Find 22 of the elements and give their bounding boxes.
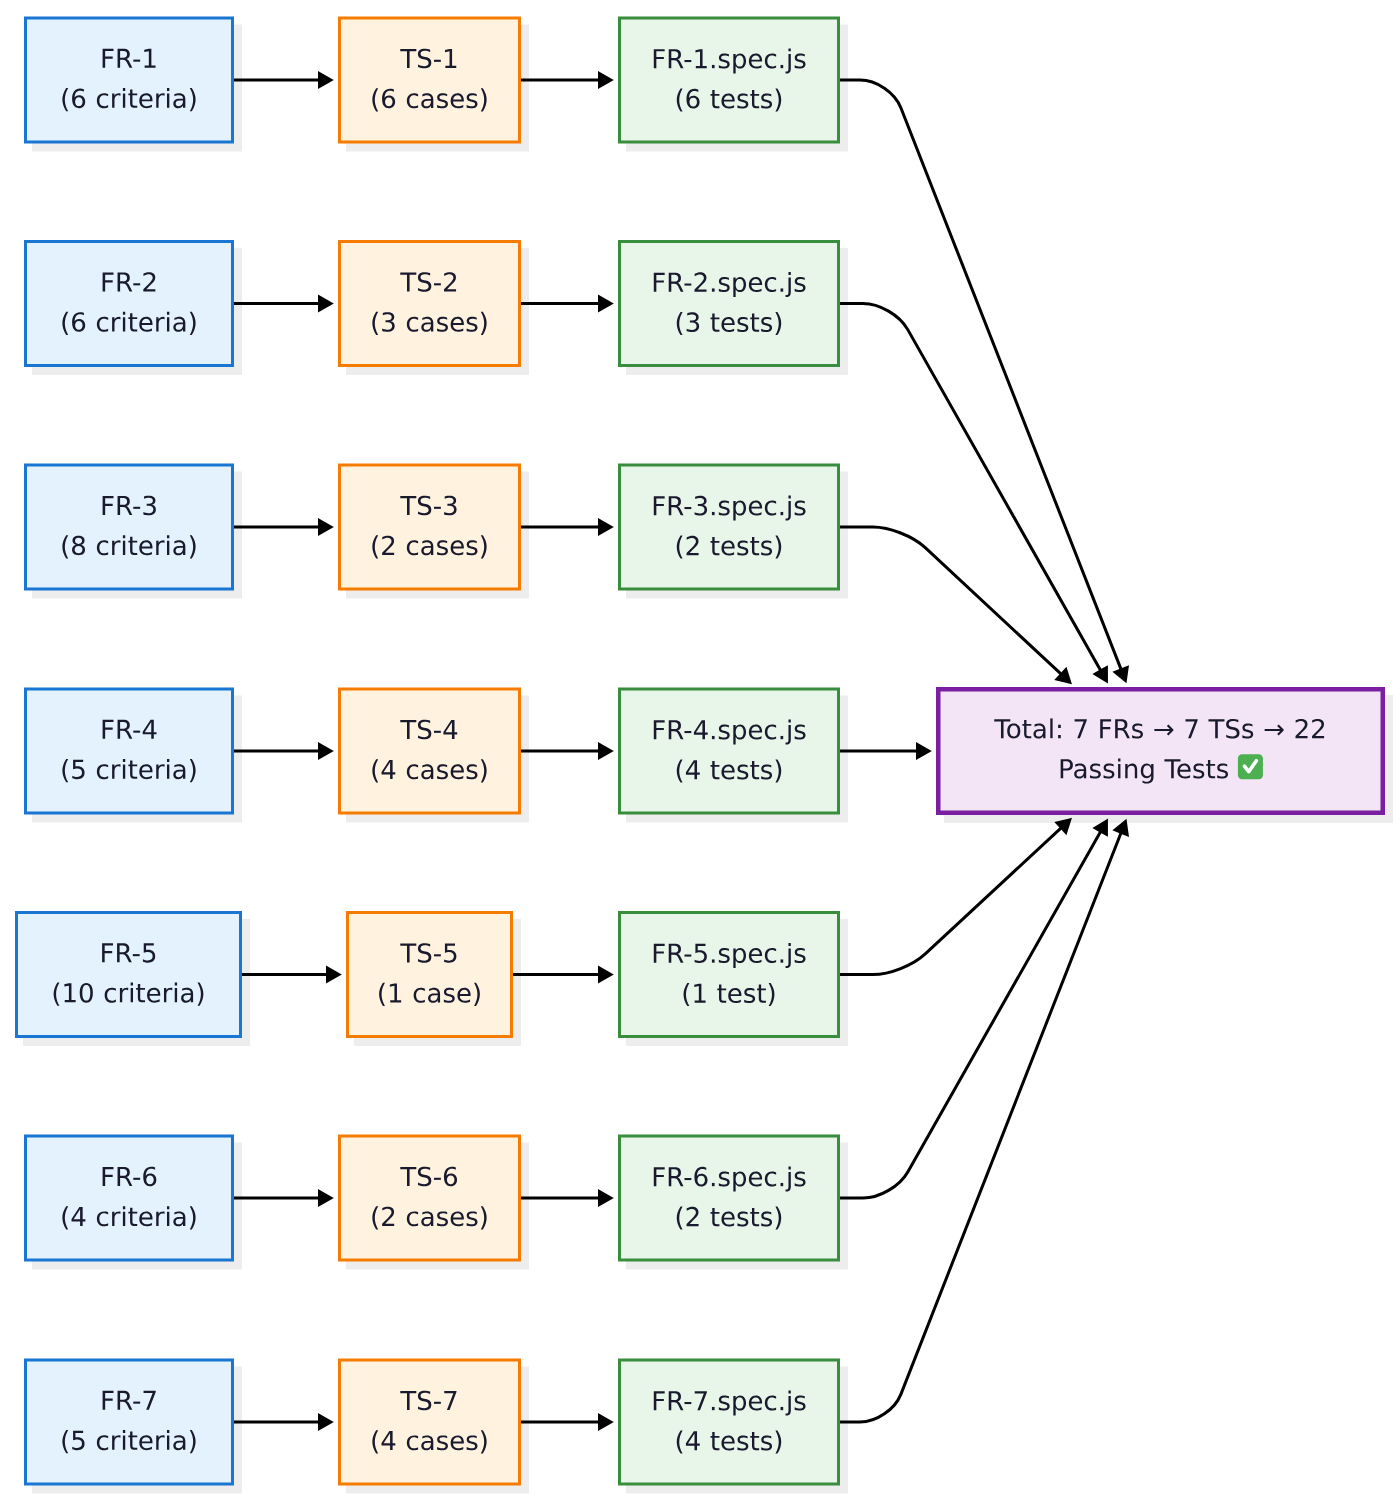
process-box: TS-5 (1 case) [346,911,521,1046]
process-box: FR-3.spec.js (2 tests) [618,463,848,599]
process-box: FR-5 (10 criteria) [15,911,250,1046]
process-box: FR-7 (5 criteria) [24,1358,242,1494]
process-box: TS-2 (3 cases) [338,240,529,375]
process-box: FR-4.spec.js (4 tests) [618,687,848,823]
process-box: TS-4 (4 cases) [338,687,529,823]
process-box: FR-7.spec.js (4 tests) [618,1358,848,1494]
process-box: TS-7 (4 cases) [338,1358,529,1494]
process-box: FR-3 (8 criteria) [24,463,242,599]
summary-box: Total: 7 FRs → 7 TSs → 22 Passing Tests [936,687,1393,823]
process-box: TS-3 (2 cases) [338,463,529,599]
process-box: FR-5.spec.js (1 test) [618,911,848,1046]
process-box: FR-2.spec.js (3 tests) [618,240,848,375]
process-box: FR-1.spec.js (6 tests) [618,16,848,152]
process-box: TS-1 (6 cases) [338,16,529,152]
process-box: FR-1 (6 criteria) [24,16,242,152]
process-box: FR-4 (5 criteria) [24,687,242,823]
process-box: FR-2 (6 criteria) [24,240,242,375]
process-box: FR-6 (4 criteria) [24,1134,242,1270]
process-box: FR-6.spec.js (2 tests) [618,1134,848,1270]
process-box: TS-6 (2 cases) [338,1134,529,1270]
